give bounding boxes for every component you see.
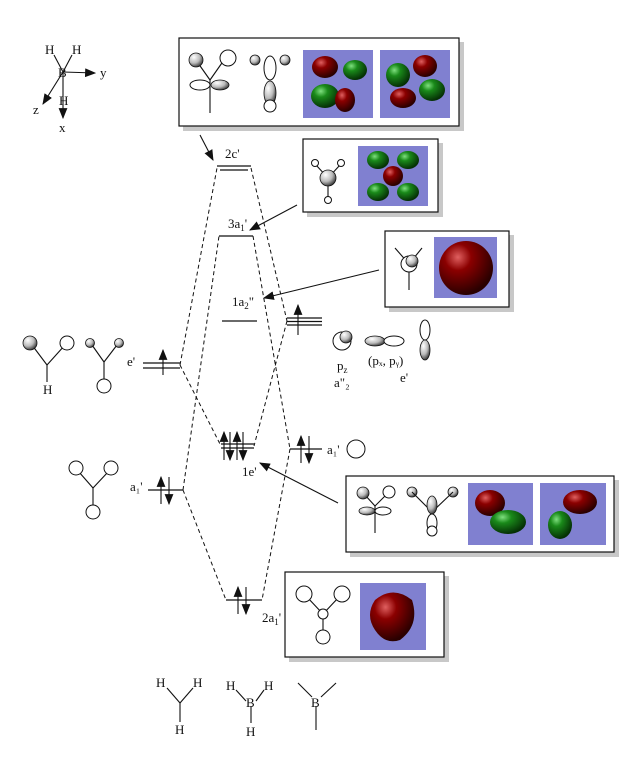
orbital-box-1a2 [384,230,514,312]
atom-h: H [72,42,81,57]
svg-text:H: H [193,675,202,690]
axis-y-label: y [100,65,107,80]
axis-x-label: x [59,120,66,135]
correlation-lines [179,167,291,601]
level-2e: 2c' [217,146,251,171]
level-3a1: 3a1' [219,216,253,237]
level-2a1: 2a1' [226,585,281,627]
svg-text:1e': 1e' [242,464,257,479]
svg-text:e': e' [400,370,408,385]
h3-a1-salc-drawing [68,460,119,520]
coordinate-frame: B H H H y z x [33,42,107,135]
svg-text:e': e' [127,354,135,369]
svg-text:1a2": 1a2" [232,294,254,311]
svg-text:H: H [43,382,52,397]
b-p-orbitals: pz a"₂ (pₓ, pᵧ) e' [332,319,431,390]
svg-text:pz: pz [337,358,348,375]
svg-text:H: H [264,678,273,693]
b-level-p [287,303,322,335]
orbital-box-3a1 [302,138,443,217]
svg-text:a₁': a₁' [130,479,143,494]
svg-text:B: B [311,695,320,710]
h3-e-salc-drawings: H [22,335,124,397]
h3-level-a1: a₁' [130,475,183,506]
level-label: 2c' [225,146,240,161]
orbital-box-2a1 [284,571,449,662]
svg-text:3a1': 3a1' [228,216,247,233]
atom-b: B [58,65,67,80]
level-1a2: 1a2" [222,294,257,322]
structure-b: B [297,682,337,730]
svg-text:H: H [226,678,235,693]
svg-text:H: H [156,675,165,690]
axis-z-label: z [33,102,39,117]
structure-bh3: B H H H [226,678,273,739]
s-orbital-icon [346,439,366,459]
svg-text:2a1': 2a1' [262,610,281,627]
level-1e: 1e' [219,430,257,479]
svg-text:a"₂: a"₂ [334,375,350,390]
structure-h3: H H H [156,675,202,737]
h3-level-e: e' [127,348,180,375]
svg-text:H: H [175,722,184,737]
svg-text:a₁': a₁' [327,442,340,457]
svg-text:B: B [246,695,255,710]
svg-text:(pₓ, pᵧ): (pₓ, pᵧ) [368,353,403,369]
orbital-box-1e [345,475,619,557]
orbital-box-2e [178,37,464,131]
svg-text:H: H [246,724,255,739]
b-level-a1: a₁' [290,434,366,465]
atom-h: H [59,93,68,108]
atom-h: H [45,42,54,57]
